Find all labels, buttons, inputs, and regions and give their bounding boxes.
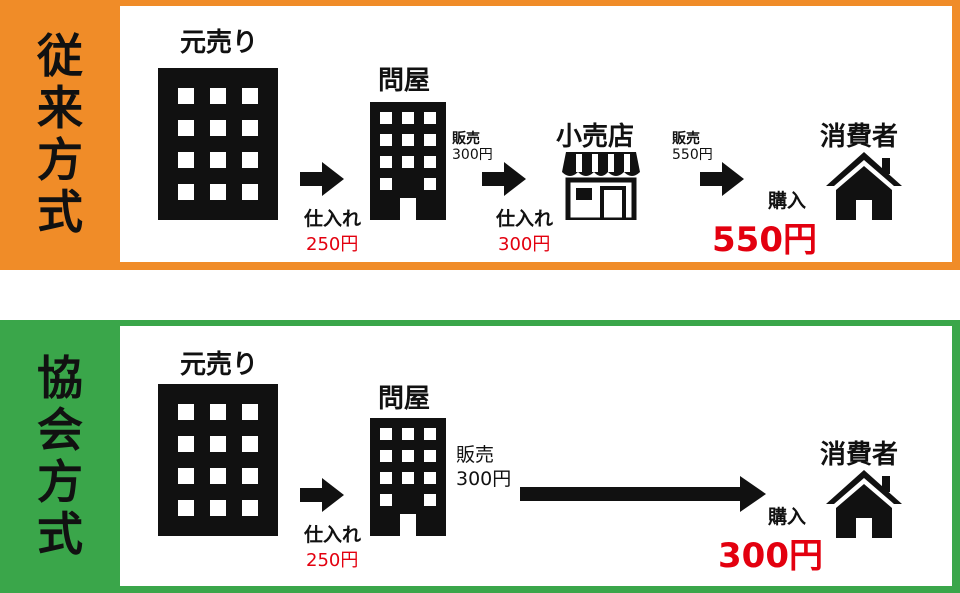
traditional-sell1-label: 販売	[452, 131, 480, 147]
arrow-right-icon	[482, 162, 526, 196]
side-char: 会	[37, 403, 83, 457]
house-icon	[826, 152, 902, 220]
traditional-purchase-price: 550円	[712, 220, 817, 260]
traditional-sell1-price: 300円	[452, 147, 493, 163]
traditional-buy1-price: 250円	[306, 234, 359, 255]
association-side-label: 協 会 方 式	[0, 352, 120, 560]
side-char: 方	[37, 455, 83, 509]
side-char: 従	[37, 29, 83, 83]
arrow-right-icon	[300, 478, 344, 512]
association-sell-label: 販売	[456, 444, 495, 466]
side-char: 方	[37, 133, 83, 187]
house-icon	[826, 470, 902, 538]
association-purchase-label: 購入	[768, 506, 807, 528]
traditional-buy2-label: 仕入れ	[496, 208, 554, 230]
side-char: 来	[37, 81, 83, 135]
traditional-sell2-label: 販売	[672, 131, 700, 147]
maker-building-icon	[158, 384, 278, 536]
traditional-retailer-label: 小売店	[556, 122, 635, 152]
side-char: 式	[37, 185, 83, 239]
association-consumer-label: 消費者	[820, 440, 899, 470]
wholesaler-building-icon	[370, 102, 446, 220]
wholesaler-building-icon	[370, 418, 446, 536]
long-arrow-right-icon	[520, 476, 766, 512]
traditional-side-label: 従 来 方 式	[0, 30, 120, 238]
traditional-purchase-label: 購入	[768, 190, 807, 212]
traditional-wholesaler-label: 問屋	[378, 66, 431, 96]
side-char: 協	[37, 351, 83, 405]
association-sell-price: 300円	[456, 468, 512, 490]
shop-icon	[562, 152, 640, 220]
traditional-consumer-label: 消費者	[820, 122, 899, 152]
arrow-right-icon	[700, 162, 744, 196]
side-char: 式	[37, 507, 83, 561]
association-purchase-price: 300円	[718, 536, 823, 576]
arrow-right-icon	[300, 162, 344, 196]
association-maker-label: 元売り	[180, 350, 259, 380]
traditional-buy2-price: 300円	[498, 234, 551, 255]
traditional-maker-label: 元売り	[180, 28, 259, 58]
association-buy-label: 仕入れ	[304, 524, 362, 546]
maker-building-icon	[158, 68, 278, 220]
association-wholesaler-label: 問屋	[378, 384, 431, 414]
traditional-sell2-price: 550円	[672, 147, 713, 163]
association-buy-price: 250円	[306, 550, 359, 571]
traditional-buy1-label: 仕入れ	[304, 208, 362, 230]
